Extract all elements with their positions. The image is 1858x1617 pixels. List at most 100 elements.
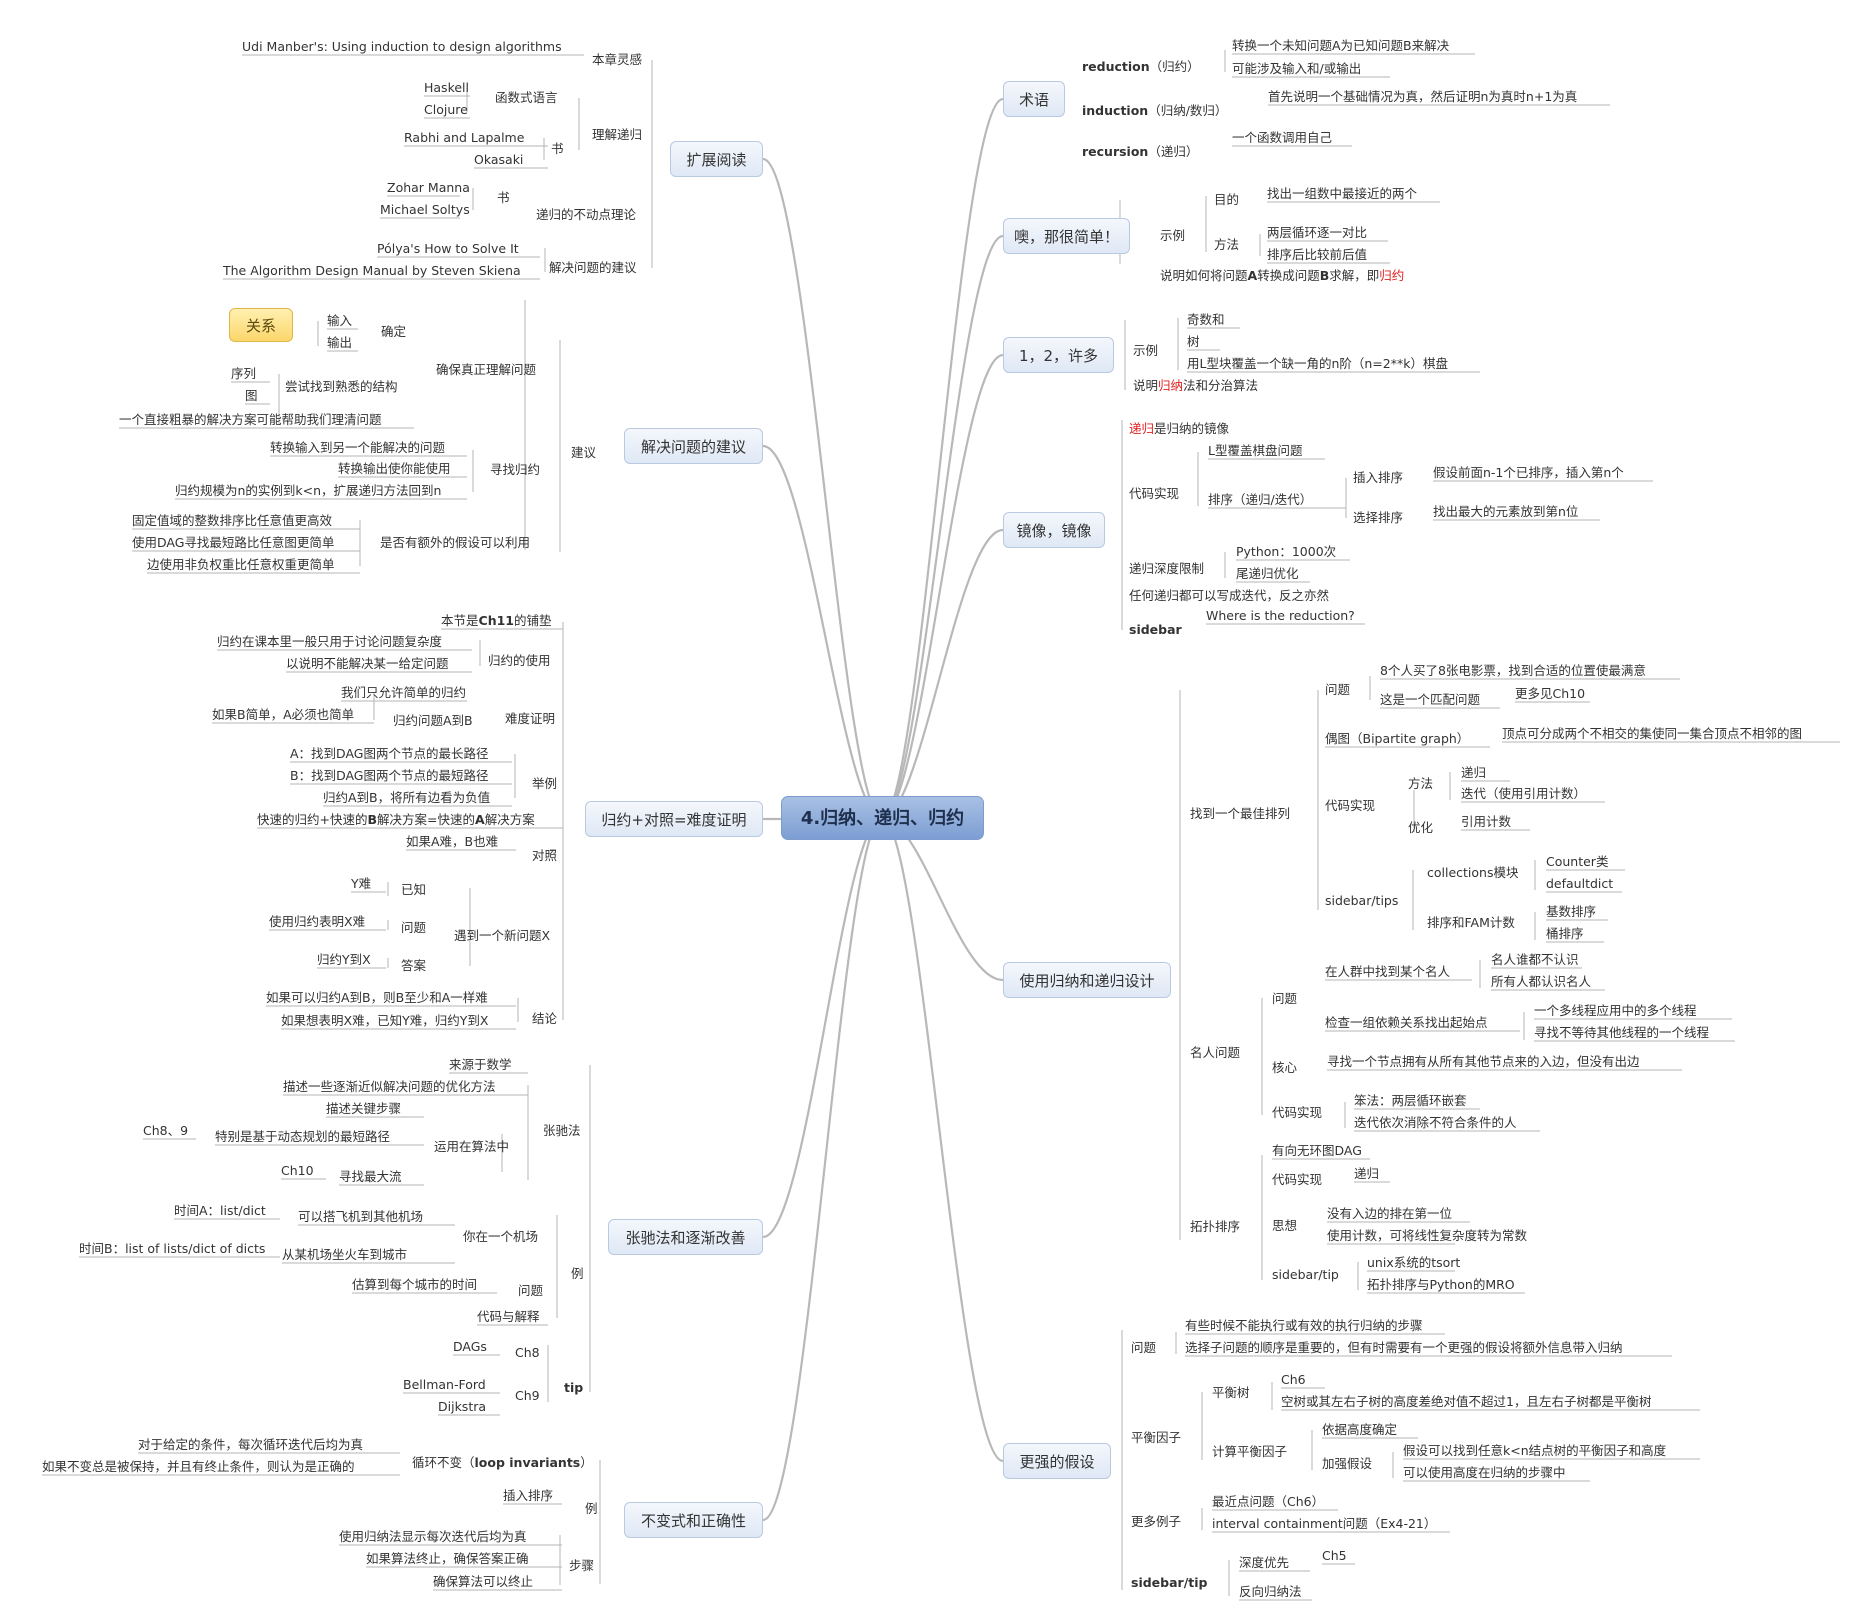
node-label[interactable]: 代码实现: [1272, 1105, 1323, 1120]
node-label[interactable]: 函数式语言: [495, 90, 558, 105]
node-label[interactable]: 选择排序: [1353, 510, 1404, 525]
node-label[interactable]: 递归深度限制: [1129, 561, 1205, 576]
node-label[interactable]: Ch6: [1281, 1372, 1306, 1387]
node-induction[interactable]: induction（归纳/数归）: [1082, 103, 1228, 118]
node-label[interactable]: 可以搭飞机到其他机场: [298, 1209, 424, 1224]
node-label[interactable]: 可能涉及输入和/或输出: [1232, 61, 1362, 76]
node-label[interactable]: 建议: [571, 445, 597, 460]
node-label[interactable]: 归约规模为n的实例到k<n，扩展递归方法回到n: [175, 483, 442, 498]
node-induction-divide[interactable]: 说明归纳法和分治算法: [1133, 378, 1259, 393]
node-label[interactable]: 特别是基于动态规划的最短路径: [215, 1129, 391, 1144]
node-label[interactable]: 难度证明: [505, 711, 556, 726]
node-label[interactable]: 确定: [381, 324, 407, 339]
node-label[interactable]: 名人谁都不认识: [1491, 952, 1579, 967]
node-label[interactable]: unix系统的tsort: [1367, 1255, 1461, 1270]
node-label[interactable]: 插入排序: [503, 1488, 554, 1503]
node-label[interactable]: 归约A到B，将所有边看为负值: [323, 790, 491, 805]
node-label[interactable]: Pólya's How to Solve It: [377, 241, 519, 256]
branch-terms[interactable]: 术语: [1003, 81, 1065, 117]
node-label[interactable]: 迭代（使用引用计数）: [1461, 786, 1587, 801]
node-label[interactable]: 答案: [401, 958, 427, 973]
node-label[interactable]: 所有人都认识名人: [1491, 974, 1592, 989]
branch-mirror[interactable]: 镜像，镜像: [1003, 512, 1105, 548]
node-label[interactable]: 平衡树: [1212, 1385, 1250, 1400]
node-label[interactable]: sidebar: [1129, 622, 1182, 637]
node-label[interactable]: 引用计数: [1461, 814, 1512, 829]
node-label[interactable]: 加强假设: [1322, 1456, 1373, 1471]
node-label[interactable]: 如果想表明X难，已知Y难，归约Y到X: [281, 1013, 489, 1028]
node-label[interactable]: 排序（递归/迭代）: [1208, 492, 1313, 507]
node-label[interactable]: 可以使用高度在归纳的步骤中: [1403, 1465, 1566, 1480]
node-label[interactable]: 插入排序: [1353, 470, 1404, 485]
branch-reduction-hardness[interactable]: 归约+对照=难度证明: [585, 801, 763, 837]
node-label[interactable]: 拓扑排序与Python的MRO: [1367, 1277, 1515, 1292]
node-label[interactable]: 例: [571, 1266, 584, 1281]
node-label[interactable]: 代码实现: [1325, 798, 1376, 813]
node-label[interactable]: sidebar/tip: [1131, 1575, 1208, 1590]
node-label[interactable]: Y难: [351, 876, 372, 891]
node-label[interactable]: 序列: [231, 366, 257, 381]
node-label[interactable]: 名人问题: [1190, 1045, 1241, 1060]
node-explain-reduction[interactable]: 说明如何将问题A转换成问题B求解，即归约: [1160, 268, 1405, 283]
node-label[interactable]: 更多见Ch10: [1515, 686, 1586, 701]
node-label[interactable]: 转换输出使你能使用: [338, 461, 451, 476]
node-label[interactable]: 尾递归优化: [1236, 566, 1299, 581]
node-label[interactable]: 结论: [532, 1011, 558, 1026]
node-label[interactable]: 8个人买了8张电影票，找到合适的位置使最满意: [1380, 663, 1646, 678]
node-label[interactable]: 你在一个机场: [463, 1229, 539, 1244]
node-label[interactable]: 桶排序: [1546, 926, 1584, 941]
node-label[interactable]: 平衡因子: [1131, 1430, 1182, 1445]
node-label[interactable]: 优化: [1408, 820, 1434, 835]
node-label[interactable]: 检查一组依赖关系找出起始点: [1325, 1015, 1488, 1030]
node-label[interactable]: 步骤: [569, 1558, 595, 1573]
node-label[interactable]: 使用归约表明X难: [269, 914, 366, 929]
node-label[interactable]: 使用计数，可将线性复杂度转为常数: [1327, 1228, 1528, 1243]
node-label[interactable]: 我们只允许简单的归约: [341, 685, 467, 700]
node-label[interactable]: 以说明不能解决某一给定问题: [286, 656, 449, 671]
node-label[interactable]: L型覆盖棋盘问题: [1208, 443, 1303, 458]
node-label[interactable]: 寻找一个节点拥有从所有其他节点来的入边，但没有出边: [1327, 1054, 1640, 1069]
node-label[interactable]: The Algorithm Design Manual by Steven Sk…: [223, 263, 521, 278]
node-label[interactable]: 目的: [1214, 192, 1240, 207]
node-label[interactable]: 依据高度确定: [1322, 1422, 1398, 1437]
node-label[interactable]: Ch8: [515, 1345, 540, 1360]
node-label[interactable]: Bellman-Ford: [403, 1377, 486, 1392]
node-label[interactable]: collections模块: [1427, 865, 1519, 880]
node-label[interactable]: 排序和FAM计数: [1427, 915, 1515, 930]
node-label[interactable]: 边使用非负权重比任意权重更简单: [147, 557, 335, 572]
node-label[interactable]: 运用在算法中: [434, 1139, 510, 1154]
node-label[interactable]: 转换一个未知问题A为已知问题B来解决: [1232, 38, 1450, 53]
branch-stronger[interactable]: 更强的假设: [1003, 1443, 1111, 1479]
node-label[interactable]: 对于给定的条件，每次循环迭代后均为真: [138, 1437, 364, 1452]
node-label[interactable]: Ch5: [1322, 1548, 1347, 1563]
node-label[interactable]: 遇到一个新问题X: [454, 928, 551, 943]
node-ch11-groundwork[interactable]: 本节是Ch11的铺垫: [441, 613, 552, 628]
node-label[interactable]: 核心: [1272, 1060, 1298, 1075]
node-label[interactable]: 图: [245, 388, 258, 403]
node-label[interactable]: 固定值域的整数排序比任意值更高效: [132, 513, 333, 528]
node-label[interactable]: A：找到DAG图两个节点的最长路径: [290, 746, 489, 761]
node-label[interactable]: 从某机场坐火车到城市: [282, 1247, 408, 1262]
node-label[interactable]: 递归: [1354, 1166, 1380, 1181]
node-label[interactable]: 确保真正理解问题: [436, 362, 537, 377]
node-label[interactable]: Clojure: [424, 102, 468, 117]
node-label[interactable]: 归约在课本里一般只用于讨论问题复杂度: [217, 634, 443, 649]
node-label[interactable]: Rabhi and Lapalme: [404, 130, 525, 145]
node-label[interactable]: 方法: [1214, 237, 1240, 252]
node-label[interactable]: 描述关键步骤: [326, 1101, 402, 1116]
node-label[interactable]: 排序后比较前后值: [1267, 247, 1368, 262]
node-label[interactable]: 如果A难，B也难: [406, 834, 499, 849]
node-label[interactable]: Ch9: [515, 1388, 540, 1403]
node-label[interactable]: 转换输入到另一个能解决的问题: [270, 440, 446, 455]
node-label[interactable]: 如果算法终止，确保答案正确: [366, 1551, 529, 1566]
node-label[interactable]: 例: [585, 1501, 598, 1516]
node-label[interactable]: 顶点可分成两个不相交的集使同一集合顶点不相邻的图: [1502, 726, 1803, 741]
node-label[interactable]: 本章灵感: [592, 52, 643, 67]
node-label[interactable]: sidebar/tip: [1272, 1267, 1339, 1282]
node-label[interactable]: B：找到DAG图两个节点的最短路径: [290, 768, 489, 783]
node-label[interactable]: 任何递归都可以写成迭代，反之亦然: [1129, 588, 1330, 603]
node-label[interactable]: 代码实现: [1272, 1172, 1323, 1187]
node-label[interactable]: 一个多线程应用中的多个线程: [1534, 1003, 1697, 1018]
node-label[interactable]: 有向无环图DAG: [1272, 1143, 1362, 1158]
node-label[interactable]: 笨法：两层循环嵌套: [1354, 1093, 1467, 1108]
